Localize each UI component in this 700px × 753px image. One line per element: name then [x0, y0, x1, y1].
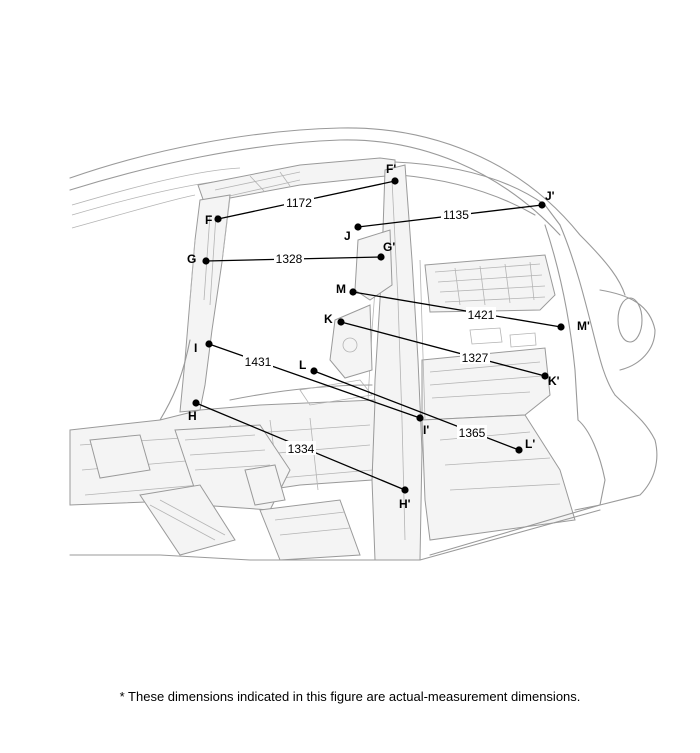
- dimension-value: 1328: [276, 252, 303, 266]
- dimension-label-bg: [457, 425, 487, 439]
- measure-point-k: [337, 318, 345, 326]
- point-label-h: H: [188, 409, 197, 423]
- dimension-value: 1172: [286, 196, 312, 210]
- dimension-label-bg: [284, 195, 314, 209]
- measure-point-h-prime: [401, 486, 409, 494]
- measure-point-l: [310, 367, 318, 375]
- measure-point-g-prime: [377, 253, 385, 261]
- dimension-label-bg: [441, 207, 471, 221]
- point-label-j: J: [344, 229, 351, 243]
- dimension-value: 1135: [443, 208, 469, 222]
- dimension-label-bg: [286, 441, 316, 455]
- measure-point-g: [202, 257, 210, 265]
- point-label-g-prime: G': [383, 240, 395, 254]
- point-label-m-prime: M': [577, 319, 590, 333]
- point-label-l-prime: L': [525, 437, 535, 451]
- measure-point-l-prime: [515, 446, 523, 454]
- dimension-label-bg: [466, 307, 496, 321]
- measurement-values: 1172 1135 1328 1421 1327 1431 1365 1334: [243, 195, 496, 456]
- dimension-value: 1334: [288, 442, 315, 456]
- dimension-value: 1431: [245, 355, 272, 369]
- measure-point-j: [354, 223, 362, 231]
- measure-point-k-prime: [541, 372, 549, 380]
- point-label-k-prime: K': [548, 374, 560, 388]
- point-label-l: L: [299, 358, 306, 372]
- footnote: * These dimensions indicated in this fig…: [119, 689, 581, 704]
- measure-point-h: [192, 399, 200, 407]
- dimension-value: 1327: [462, 351, 489, 365]
- dimension-label-bg: [460, 350, 490, 364]
- point-label-i: I: [194, 341, 197, 355]
- point-label-k: K: [324, 312, 333, 326]
- dimension-value: 1421: [468, 308, 495, 322]
- point-label-j-prime: J': [545, 189, 555, 203]
- point-label-m: M: [336, 282, 346, 296]
- measure-point-m-prime: [557, 323, 565, 331]
- dimension-label-bg: [243, 354, 273, 368]
- point-label-g: G: [187, 252, 196, 266]
- measure-line-K-Kp: [340, 321, 546, 377]
- measurement-points: F F' J J' G G' M M' K K' I I' L L' H H': [187, 162, 590, 511]
- point-label-f-prime: F': [386, 162, 396, 176]
- measure-point-m: [349, 288, 357, 296]
- measure-point-f: [214, 215, 222, 223]
- car-body-outline: [69, 127, 658, 561]
- point-label-h-prime: H': [399, 497, 411, 511]
- dimension-value: 1365: [459, 426, 486, 440]
- measure-point-i: [205, 340, 213, 348]
- measure-line-M-Mp: [352, 291, 562, 328]
- measure-point-f-prime: [391, 177, 399, 185]
- measure-point-i-prime: [416, 414, 424, 422]
- point-label-i-prime: I': [423, 423, 429, 437]
- dimension-label-bg: [274, 251, 304, 265]
- measure-point-j-prime: [538, 201, 546, 209]
- point-label-f: F: [205, 213, 212, 227]
